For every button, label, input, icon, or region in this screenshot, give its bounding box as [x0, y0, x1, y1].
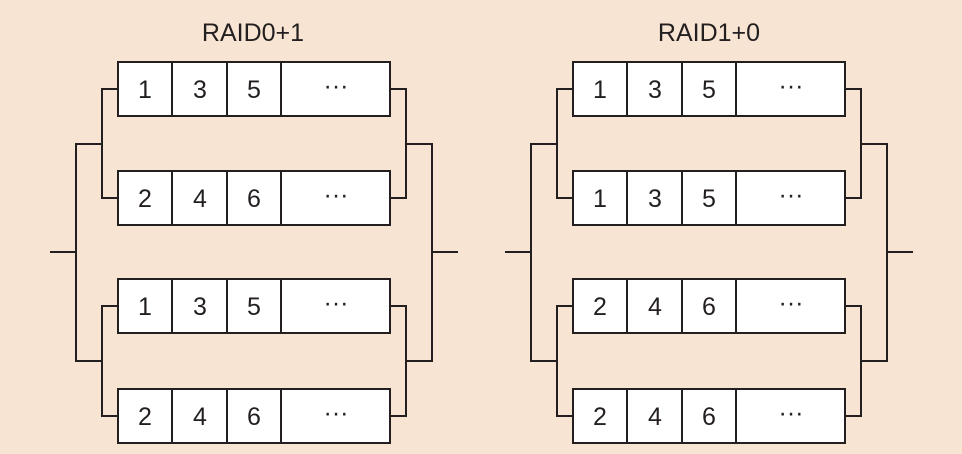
ellipsis-label: ···: [324, 289, 349, 317]
raid01-left-outer-bracket: [75, 143, 102, 362]
raid10-diagram: RAID1+0 1 3 5 ···: [505, 19, 913, 444]
raid01-right-outer-bracket: [406, 143, 433, 362]
block-label: 3: [648, 76, 662, 104]
raid10-disk-row-2-box: [572, 170, 846, 226]
raid10-disk-row-1-box: [572, 61, 846, 117]
block-label: 2: [593, 403, 607, 431]
raid10-disk-row-4: 2 4 6 ···: [572, 388, 846, 444]
ellipsis-label: ···: [779, 181, 804, 209]
block-label: 5: [247, 76, 261, 104]
block-label: 3: [648, 185, 662, 213]
raid01-disk-row-1: 1 3 5 ···: [117, 61, 391, 117]
ellipsis-label: ···: [324, 72, 349, 100]
block-label: 2: [593, 293, 607, 321]
raid01-disk-row-1-box: [117, 61, 391, 117]
block-label: 6: [247, 403, 261, 431]
block-label: 5: [702, 185, 716, 213]
raid01-disk-row-2: 2 4 6 ···: [117, 170, 391, 226]
ellipsis-label: ···: [779, 289, 804, 317]
block-label: 2: [138, 403, 152, 431]
block-label: 4: [193, 403, 207, 431]
raid01-title: RAID0+1: [202, 19, 304, 47]
raid10-right-bracket-top: [845, 88, 862, 199]
block-label: 4: [648, 293, 662, 321]
block-label: 2: [138, 185, 152, 213]
raid01-disk-row-4: 2 4 6 ···: [117, 388, 391, 444]
raid01-diagram: RAID0+1 1 3 5 ···: [50, 19, 458, 444]
block-label: 3: [193, 293, 207, 321]
raid01-disk-row-3-box: [117, 278, 391, 334]
raid10-disk-row-4-box: [572, 388, 846, 444]
raid01-right-bracket-top: [390, 88, 407, 199]
raid10-wiring: [505, 88, 913, 417]
block-label: 5: [702, 76, 716, 104]
block-label: 3: [193, 76, 207, 104]
block-label: 1: [593, 76, 607, 104]
block-label: 4: [648, 403, 662, 431]
raid10-left-bracket-bottom: [556, 305, 573, 417]
block-label: 1: [593, 185, 607, 213]
ellipsis-label: ···: [779, 72, 804, 100]
raid01-disk-row-2-box: [117, 170, 391, 226]
raid10-disk-row-3-box: [572, 278, 846, 334]
block-label: 5: [247, 293, 261, 321]
raid01-left-bracket-top: [101, 88, 118, 199]
block-label: 6: [702, 403, 716, 431]
block-label: 1: [138, 293, 152, 321]
raid10-title: RAID1+0: [658, 19, 760, 47]
raid01-left-bracket-bottom: [101, 305, 118, 417]
block-label: 1: [138, 76, 152, 104]
raid10-right-bracket-bottom: [845, 305, 862, 417]
raid10-disk-row-3: 2 4 6 ···: [572, 278, 846, 334]
block-label: 4: [193, 185, 207, 213]
raid10-left-bracket-top: [556, 88, 573, 199]
raid01-wiring: [50, 88, 458, 417]
raid01-disk-row-4-box: [117, 388, 391, 444]
raid10-disk-row-1: 1 3 5 ···: [572, 61, 846, 117]
ellipsis-label: ···: [324, 399, 349, 427]
raid01-right-bracket-bottom: [390, 305, 407, 417]
ellipsis-label: ···: [779, 399, 804, 427]
raid10-right-outer-bracket: [861, 143, 888, 362]
raid10-left-outer-bracket: [530, 143, 557, 362]
raid10-disk-row-2: 1 3 5 ···: [572, 170, 846, 226]
raid01-disk-row-3: 1 3 5 ···: [117, 278, 391, 334]
block-label: 6: [247, 185, 261, 213]
block-label: 6: [702, 293, 716, 321]
ellipsis-label: ···: [324, 181, 349, 209]
